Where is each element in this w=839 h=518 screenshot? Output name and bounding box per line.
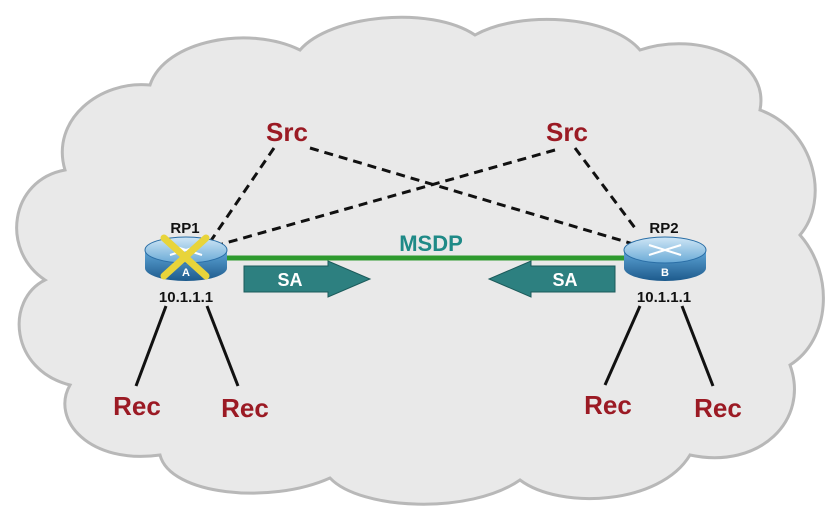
receiver-label: Rec [584, 390, 632, 420]
router-b-name: RP2 [649, 220, 678, 237]
router-a-name: RP1 [170, 220, 199, 237]
router-icon: B [623, 236, 707, 281]
source-label: Src [266, 117, 308, 147]
src2-to-rp1-line [221, 148, 556, 246]
sa-label-right: SA [277, 270, 302, 290]
sa-arrow-right: SA [243, 260, 372, 298]
receiver-label: Rec [221, 393, 269, 423]
source-links [208, 146, 641, 248]
src2-to-rp2-line [573, 147, 640, 233]
rp2-rec2-line [680, 305, 715, 387]
sa-label-left: SA [552, 270, 577, 290]
router-a-glyph: A [182, 267, 190, 279]
router-b-address: 10.1.1.1 [637, 289, 691, 306]
failed-x-icon [160, 234, 210, 280]
rp1-rec1-line [134, 305, 168, 387]
sa-arrow-left: SA [487, 260, 616, 298]
receiver-links [134, 305, 715, 387]
router-b: RP2 B 10.1.1.1 [623, 220, 707, 306]
source-label: Src [546, 117, 588, 147]
rp2-rec1-line [603, 305, 642, 386]
receiver-label: Rec [694, 393, 742, 423]
network-cloud [15, 15, 825, 506]
msdp-label: MSDP [399, 231, 463, 256]
router-a: RP1 A 10.1.1.1 [144, 220, 228, 306]
router-b-glyph: B [661, 267, 669, 279]
src1-to-rp1-line [208, 147, 276, 243]
router-a-address: 10.1.1.1 [159, 289, 213, 306]
receiver-label: Rec [113, 391, 161, 421]
src1-to-rp2-line [309, 146, 641, 248]
rp1-rec2-line [205, 305, 240, 387]
